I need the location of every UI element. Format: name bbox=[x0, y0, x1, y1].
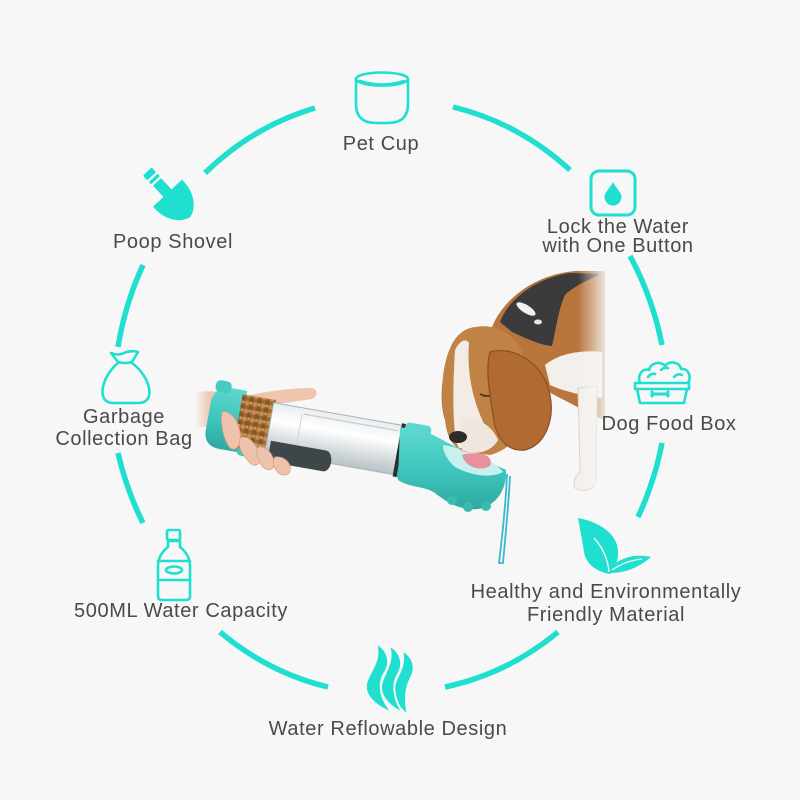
label-line: Lock the Water bbox=[546, 216, 690, 238]
hero-product-image bbox=[194, 262, 610, 564]
leaf-icon bbox=[578, 518, 651, 574]
label-line: Water Reflowable Design bbox=[268, 718, 508, 740]
ring-arc-segment bbox=[444, 629, 560, 690]
feature-label-poop-shovel: Poop Shovel bbox=[73, 232, 273, 252]
ring-arc-segment bbox=[203, 105, 316, 175]
cup-icon bbox=[354, 71, 410, 125]
feature-label-garbage-bag: Garbage Collection Bag bbox=[24, 406, 224, 450]
feature-label-pet-cup: Pet Cup bbox=[281, 134, 481, 154]
dog-body bbox=[488, 262, 610, 502]
label-line: Dog Food Box bbox=[601, 413, 737, 435]
poop-shovel-icon bbox=[143, 168, 194, 221]
ring-arc-segment bbox=[115, 263, 146, 348]
label-line: Pet Cup bbox=[342, 133, 420, 155]
water-wave-icon bbox=[364, 640, 415, 718]
drinking-bowl bbox=[398, 427, 511, 564]
ring-arc-segment bbox=[627, 254, 665, 346]
label-line: Friendly Material bbox=[526, 604, 686, 626]
ring-arc-segment bbox=[452, 104, 572, 173]
feature-label-healthy-material: Healthy and Environmentally Friendly Mat… bbox=[456, 581, 756, 627]
dog-food-bowl-icon bbox=[633, 361, 691, 405]
feature-label-dog-food-box: Dog Food Box bbox=[569, 414, 769, 434]
label-line: Healthy and Environmentally bbox=[470, 581, 742, 603]
label-line: with One Button bbox=[542, 235, 694, 257]
ring-arc-segment bbox=[635, 442, 665, 519]
ring-arc-segment bbox=[115, 452, 146, 525]
feature-ring bbox=[115, 104, 665, 690]
label-line: 500ML Water Capacity bbox=[74, 600, 288, 622]
fingers bbox=[221, 411, 291, 476]
dog-head bbox=[441, 326, 552, 469]
feature-label-lock-water: Lock the Water with One Button bbox=[508, 216, 728, 257]
label-line: Collection Bag bbox=[55, 428, 193, 450]
feature-label-water-capacity: 500ML Water Capacity bbox=[51, 601, 311, 621]
label-line: Garbage bbox=[82, 406, 166, 428]
ring-arc-segment bbox=[218, 629, 329, 690]
water-drop-lock-icon bbox=[589, 169, 637, 217]
feature-label-water-reflowable: Water Reflowable Design bbox=[238, 719, 538, 739]
garbage-bag-icon bbox=[101, 349, 151, 405]
label-line: Poop Shovel bbox=[112, 231, 234, 253]
water-bottle-icon bbox=[156, 528, 192, 602]
